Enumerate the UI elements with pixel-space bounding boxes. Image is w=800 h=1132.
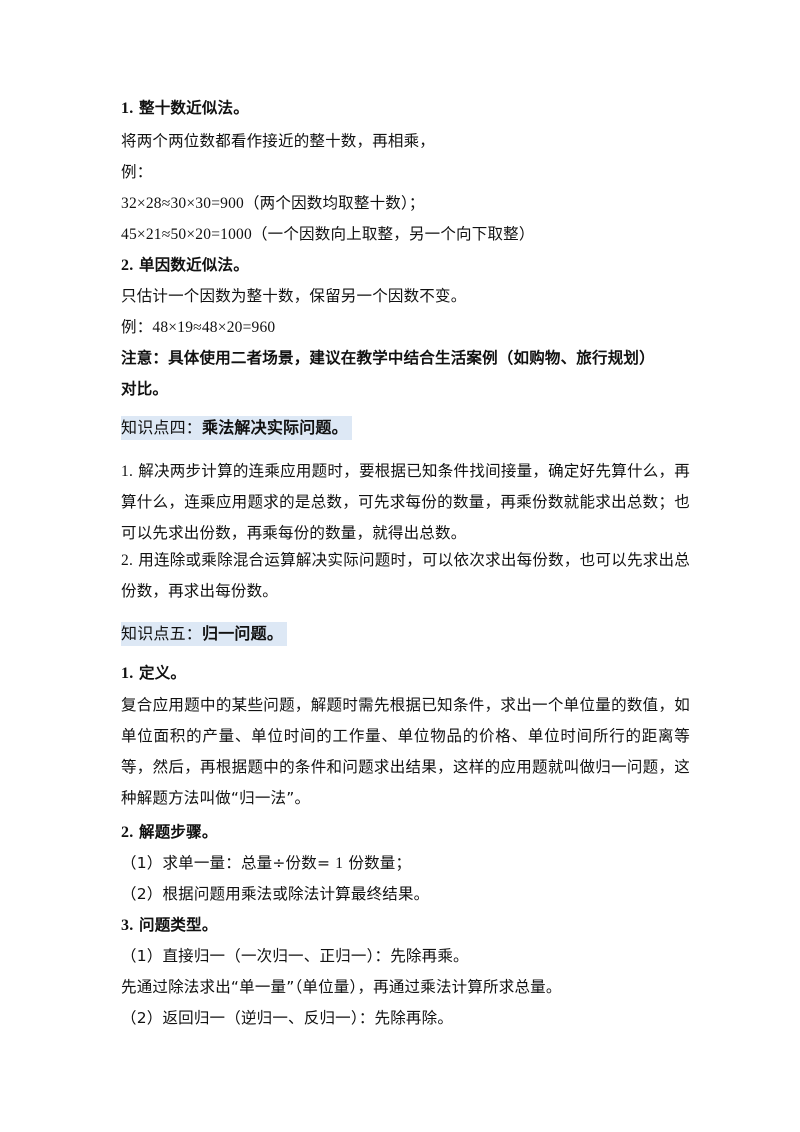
section-title: 定义。 xyxy=(139,664,187,682)
math-expression: 32×28≈30×30=900 xyxy=(121,195,244,212)
kp5-step-2: （2）根据问题用乘法或除法计算最终结果。 xyxy=(121,885,430,903)
kp4-paragraph-1: 1. 解决两步计算的连乘应用题时，要根据已知条件找间接量，确定好先算什么，再算什… xyxy=(121,456,690,549)
kp5-type-2: （2）返回归一（逆归一、反归一）：先除再除。 xyxy=(121,1009,454,1027)
item-number: 1. xyxy=(121,463,134,480)
example-note: （两个因数均取整十数）； xyxy=(243,194,425,212)
item-number: 2. xyxy=(121,552,134,569)
paragraph-text: 解决两步计算的连乘应用题时，要根据已知条件找间接量，确定好先算什么，再算什么，连… xyxy=(121,462,690,542)
step-text: （1）求单一量：总量÷份数= xyxy=(121,854,331,872)
example-label: 例： xyxy=(121,163,153,181)
section-title: 单因数近似法。 xyxy=(139,256,249,274)
paragraph: 只估计一个因数为整十数，保留另一个因数不变。 xyxy=(121,287,467,305)
highlight-heading: 知识点四：乘法解决实际问题。 xyxy=(121,416,352,440)
kp5-type-1-desc: 先通过除法求出“单一量”（单位量），再通过乘法计算所求总量。 xyxy=(121,978,562,996)
paragraph: 将两个两位数都看作接近的整十数，再相乘， xyxy=(121,132,436,150)
step-number: 1 xyxy=(335,855,344,872)
highlight-heading: 知识点五：归一问题。 xyxy=(121,622,288,646)
paragraph-text: 用连除或乘除混合运算解决实际问题时，可以依次求出每份数，也可以先求出总份数，再求… xyxy=(121,551,690,600)
step-text: 份数量； xyxy=(348,854,412,872)
section-title: 问题类型。 xyxy=(139,916,218,934)
section-number: 3. xyxy=(121,917,134,934)
example-line: 例：48×19≈48×20=960 xyxy=(121,317,690,338)
example-label: 例： xyxy=(121,318,153,336)
kp-label: 知识点四： xyxy=(121,418,203,437)
kp5-type-1: （1）直接归一（一次归一、正归一）：先除再乘。 xyxy=(121,947,469,965)
section-number: 1. xyxy=(121,665,134,682)
kp5-section-3-heading: 3. 问题类型。 xyxy=(121,915,690,936)
kp5-step-1: （1）求单一量：总量÷份数= 1 份数量； xyxy=(121,853,690,874)
example-note: （一个因数向上取整，另一个向下取整） xyxy=(251,225,535,243)
kp-title: 乘法解决实际问题。 xyxy=(202,418,348,437)
note-line-1: 注意：具体使用二者场景，建议在教学中结合生活案例（如购物、旅行规划） xyxy=(121,349,655,367)
section-title: 整十数近似法。 xyxy=(139,99,249,117)
section-number: 2. xyxy=(121,257,134,274)
section-number: 1. xyxy=(121,100,134,117)
example-line-1: 32×28≈30×30=900（两个因数均取整十数）； xyxy=(121,193,690,214)
kp-title: 归一问题。 xyxy=(202,624,284,643)
math-expression: 48×19≈48×20=960 xyxy=(152,319,276,336)
kp4-paragraph-2: 2. 用连除或乘除混合运算解决实际问题时，可以依次求出每份数，也可以先求出总份数… xyxy=(121,545,690,607)
kp5-section-2-heading: 2. 解题步骤。 xyxy=(121,822,690,843)
kp5-section-1-heading: 1. 定义。 xyxy=(121,663,690,684)
note-line-2: 对比。 xyxy=(121,380,169,398)
kp5-definition-paragraph: 复合应用题中的某些问题，解题时需先根据已知条件，求出一个单位量的数值，如单位面积… xyxy=(121,696,690,807)
example-line-2: 45×21≈50×20=1000（一个因数向上取整，另一个向下取整） xyxy=(121,224,690,245)
knowledge-point-5-heading: 知识点五：归一问题。 xyxy=(121,622,690,646)
section-number: 2. xyxy=(121,824,134,841)
section-heading-1: 1. 整十数近似法。 xyxy=(121,98,690,119)
knowledge-point-4-heading: 知识点四：乘法解决实际问题。 xyxy=(121,416,690,440)
math-expression: 45×21≈50×20=1000 xyxy=(121,226,252,243)
section-heading-2: 2. 单因数近似法。 xyxy=(121,255,690,276)
section-title: 解题步骤。 xyxy=(139,823,218,841)
kp-label: 知识点五： xyxy=(121,624,203,643)
